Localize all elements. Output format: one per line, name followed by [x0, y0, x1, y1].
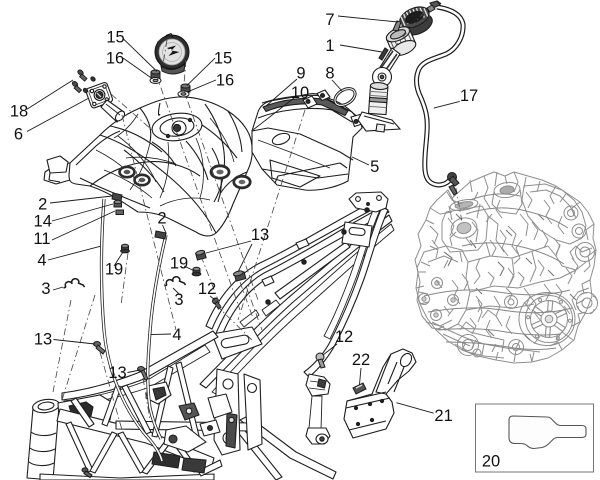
svg-text:6: 6: [14, 126, 23, 144]
svg-text:12: 12: [335, 328, 353, 346]
svg-text:2: 2: [38, 195, 47, 213]
svg-text:13: 13: [34, 331, 52, 349]
svg-text:13: 13: [108, 364, 126, 382]
svg-text:10: 10: [291, 84, 309, 102]
svg-text:13: 13: [251, 226, 269, 244]
svg-text:5: 5: [370, 158, 379, 176]
svg-text:2: 2: [157, 210, 166, 228]
svg-text:21: 21: [434, 407, 452, 425]
svg-text:11: 11: [33, 230, 50, 248]
svg-text:14: 14: [34, 213, 52, 231]
svg-text:4: 4: [37, 252, 46, 270]
svg-text:16: 16: [106, 50, 124, 68]
svg-text:8: 8: [325, 65, 334, 83]
svg-text:17: 17: [460, 87, 478, 105]
svg-text:16: 16: [216, 72, 234, 90]
svg-text:15: 15: [106, 29, 124, 47]
svg-text:19: 19: [105, 261, 123, 279]
svg-text:15: 15: [214, 50, 232, 68]
svg-text:7: 7: [325, 11, 334, 29]
svg-text:12: 12: [198, 280, 216, 298]
svg-text:9: 9: [296, 65, 305, 83]
svg-text:1: 1: [325, 37, 334, 55]
svg-text:4: 4: [172, 326, 181, 344]
svg-text:19: 19: [170, 255, 188, 273]
svg-text:22: 22: [352, 351, 370, 369]
svg-text:18: 18: [10, 103, 28, 121]
svg-text:3: 3: [174, 291, 183, 309]
svg-text:3: 3: [41, 280, 50, 298]
svg-text:20: 20: [482, 453, 500, 471]
